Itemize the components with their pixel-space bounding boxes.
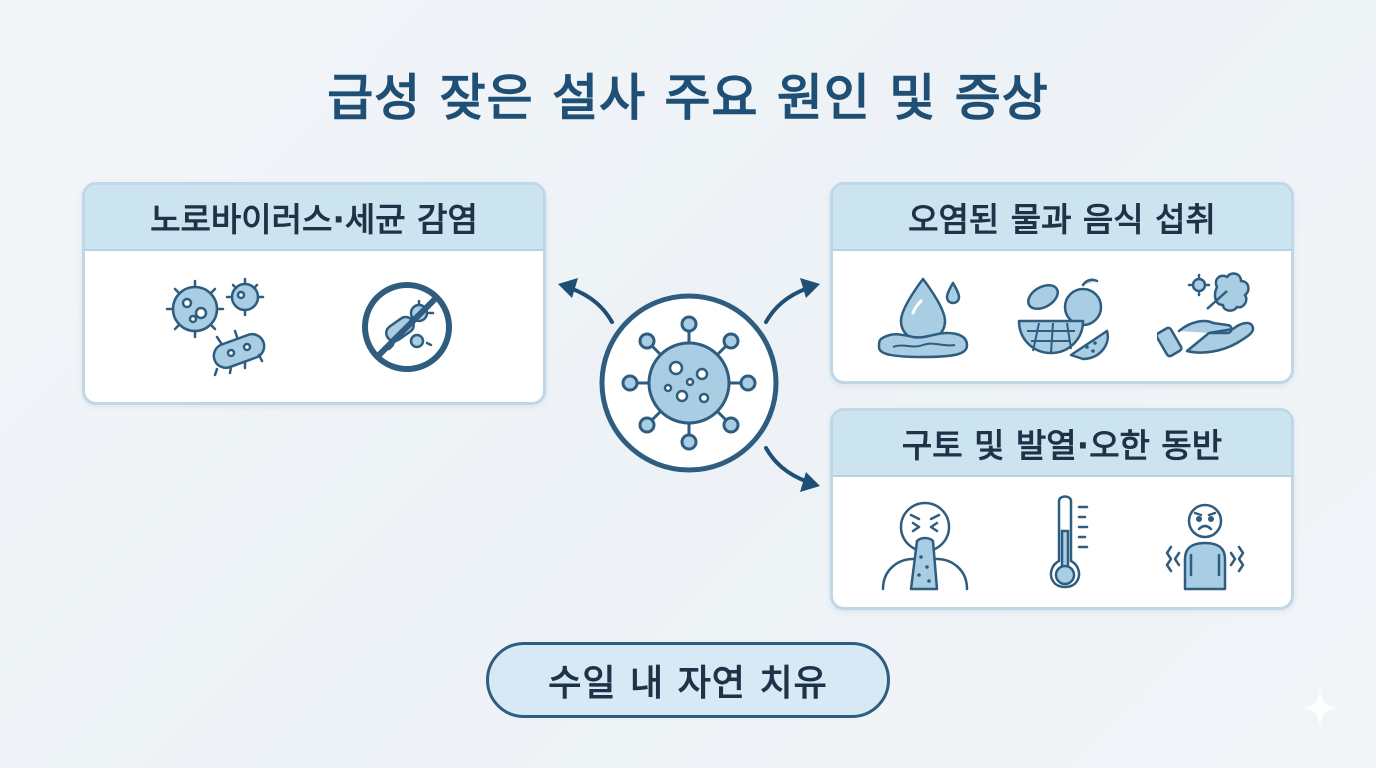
virus-icon	[621, 315, 757, 451]
food-bowl-icon	[1013, 273, 1113, 363]
outcome-badge: 수일 내 자연 치유	[486, 642, 890, 718]
cause-card-infection: 노로바이러스·세균 감염	[82, 182, 546, 405]
vomiting-icon	[877, 497, 973, 593]
contaminated-hand-icon	[1157, 269, 1257, 363]
water-drop-icon	[873, 273, 973, 363]
arrow-to-symptoms	[760, 440, 830, 504]
symptom-card: 구토 및 발열·오한 동반	[830, 408, 1294, 610]
arrow-to-infection	[548, 272, 618, 336]
card-title-infection: 노로바이러스·세균 감염	[85, 185, 543, 251]
bacteria-cluster-icon	[165, 277, 275, 377]
card-title-symptoms: 구토 및 발열·오한 동반	[833, 411, 1291, 477]
card-title-contamination: 오염된 물과 음식 섭취	[833, 185, 1291, 251]
page-title: 급성 잦은 설사 주요 원인 및 증상	[327, 69, 1049, 127]
sparkle-icon	[1300, 688, 1340, 732]
thermometer-icon	[1039, 491, 1099, 595]
no-bacteria-icon	[357, 277, 457, 377]
cause-card-contamination: 오염된 물과 음식 섭취	[830, 182, 1294, 384]
chills-icon	[1157, 497, 1253, 593]
virus-hub	[598, 292, 780, 474]
arrow-to-contamination	[760, 272, 830, 336]
